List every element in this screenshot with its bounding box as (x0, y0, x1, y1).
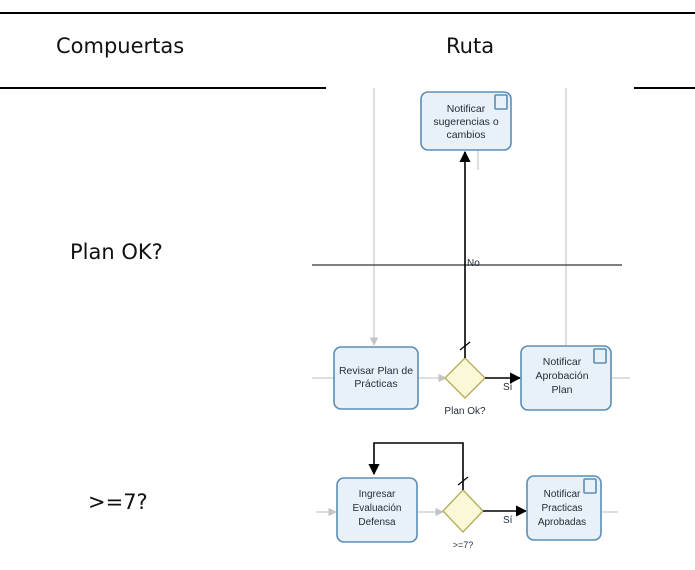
task-enter-evaluation: Ingresar Evaluación Defensa (336, 477, 418, 543)
gateway-plan-ok-label: Plan Ok? (444, 406, 486, 417)
gateway-grade-threshold-label: >=7? (453, 540, 474, 550)
header-bottom-rule-left (0, 87, 326, 89)
document-icon (494, 94, 508, 110)
task-notify-approval: Notificar Aprobación Plan (520, 345, 612, 411)
row-label-grade-threshold: >=7? (88, 490, 148, 514)
task-review-plan-line2: Prácticas (354, 378, 397, 390)
task-enter-evaluation-line1: Ingresar (359, 489, 396, 500)
task-enter-evaluation-line2: Evaluación (353, 503, 402, 514)
task-enter-evaluation-line3: Defensa (358, 517, 396, 528)
task-notify-suggestions-line2: sugerencias o (433, 116, 499, 128)
task-notify-approval-line1: Notificar (543, 356, 582, 368)
task-notify-approval-line3: Plan (551, 384, 572, 396)
column-header-compuertas: Compuertas (56, 34, 185, 58)
document-icon (583, 478, 597, 494)
task-review-plan-line1: Revisar Plan de (339, 365, 413, 377)
row-label-plan-ok: Plan OK? (70, 240, 163, 264)
task-notify-passed: Notificar Practicas Aprobadas (526, 475, 602, 541)
task-notify-suggestions: Notificar sugerencias o cambios (420, 91, 512, 151)
task-notify-passed-line2: Practicas (541, 503, 582, 514)
header-bottom-rule-right (634, 87, 695, 89)
column-header-ruta: Ruta (446, 34, 495, 58)
default-flow-tick-2 (457, 476, 469, 486)
document-icon (593, 348, 607, 364)
task-notify-suggestions-line1: Notificar (447, 103, 486, 115)
gateway-grade-threshold (442, 488, 484, 534)
flow-yes-label-1: Sí (503, 382, 513, 393)
gateway-plan-ok (444, 357, 486, 399)
task-notify-suggestions-line3: cambios (446, 129, 485, 141)
task-notify-passed-line1: Notificar (544, 489, 581, 500)
flow-yes-label-2: Sí (503, 515, 513, 526)
default-flow-tick-1 (459, 341, 471, 351)
flow-loop-back-to-eval (368, 442, 464, 490)
flow-no-label: No (467, 258, 480, 269)
task-notify-passed-line3: Aprobadas (538, 517, 586, 528)
header-top-rule (0, 12, 695, 14)
task-notify-approval-line2: Aprobación (535, 370, 588, 382)
task-review-plan: Revisar Plan de Prácticas (333, 346, 419, 410)
